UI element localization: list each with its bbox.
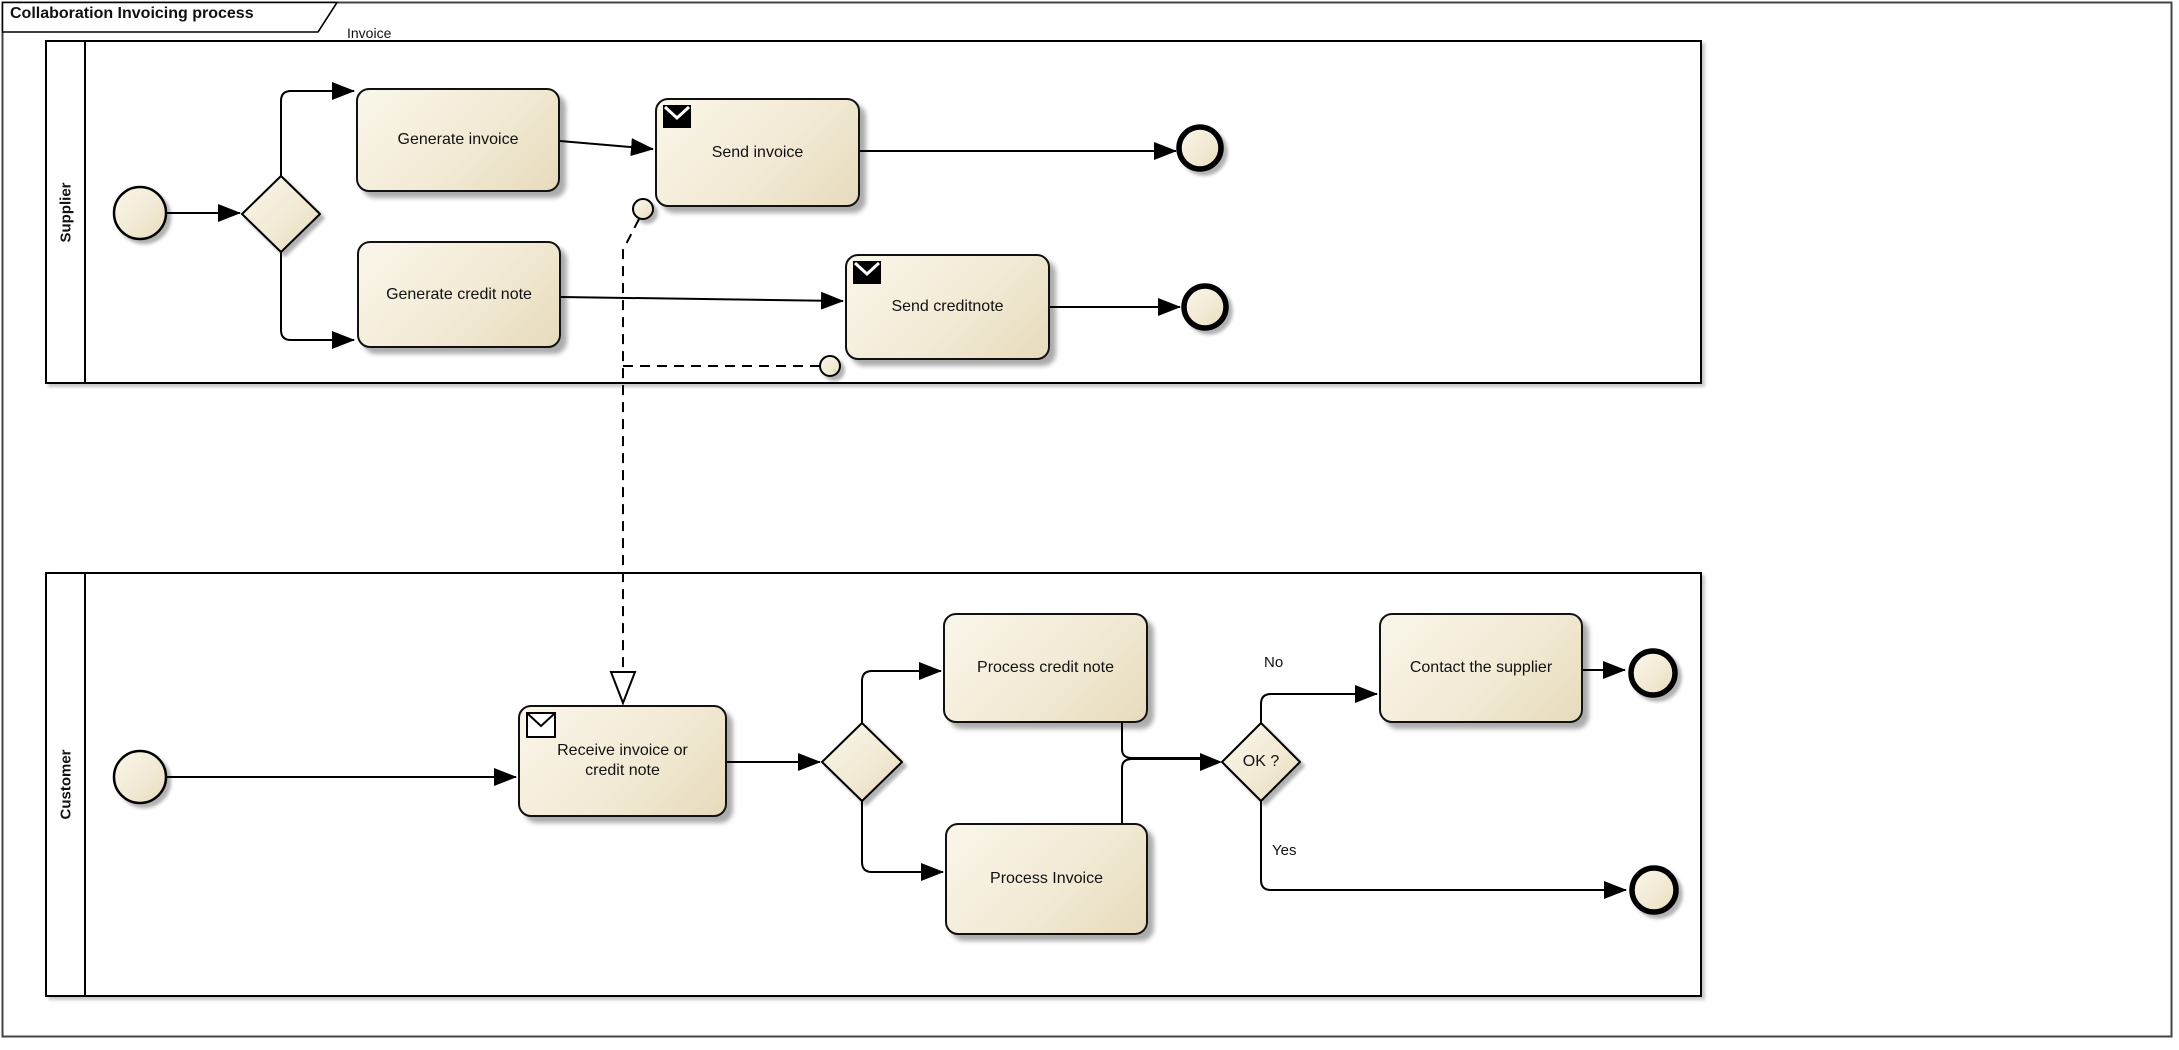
pool-customer-label: Customer <box>57 749 75 820</box>
diagram-title: Collaboration Invoicing process <box>10 5 254 22</box>
title-tab-diagonal <box>317 2 338 33</box>
task-process-invoice[interactable]: Process Invoice <box>945 823 1148 935</box>
task-label: Process Invoice <box>990 870 1103 887</box>
message-send-icon <box>853 261 881 290</box>
task-send-invoice[interactable]: Send invoice <box>655 98 860 207</box>
task-label: Process credit note <box>977 659 1114 676</box>
pool-supplier-label: Supplier <box>57 181 75 243</box>
task-label: Send invoice <box>711 143 804 161</box>
message-send-icon <box>663 105 691 134</box>
message-receive-icon <box>526 712 556 744</box>
gateway-ok-label: OK ? <box>1242 753 1280 770</box>
task-contact-the-supplier[interactable]: Contact the supplier <box>1379 613 1583 723</box>
flow-label-yes: Yes <box>1272 842 1297 859</box>
task-label: Send creditnote <box>891 298 1004 315</box>
task-label: Contact the supplier <box>1409 659 1553 676</box>
task-process-credit-note[interactable]: Process credit note <box>943 613 1148 723</box>
task-generate-credit-note[interactable]: Generate credit note <box>357 241 561 348</box>
task-label: Generate credit note <box>386 285 532 303</box>
task-label: Receive invoice or credit note <box>557 742 688 779</box>
collaboration-group-label: Invoice <box>347 25 392 41</box>
task-send-creditnote[interactable]: Send creditnote <box>845 254 1050 360</box>
task-receive-invoice-or-credit-note[interactable]: Receive invoice or credit note <box>518 705 727 817</box>
pool-customer-label-band: Customer <box>47 574 86 995</box>
task-generate-invoice[interactable]: Generate invoice <box>356 88 560 192</box>
task-label: Generate invoice <box>397 131 519 148</box>
flow-label-no: No <box>1264 654 1284 671</box>
pool-supplier-label-band: Supplier <box>47 42 86 382</box>
